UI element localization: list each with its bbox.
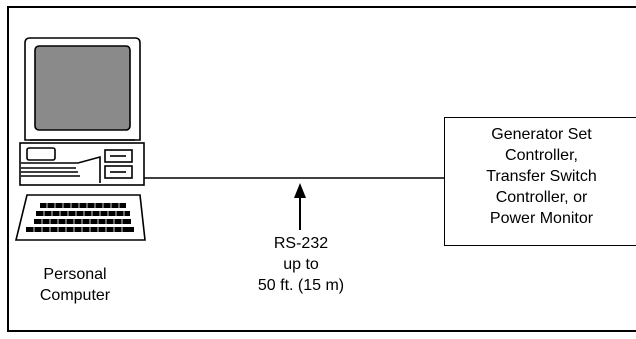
controller-box: Generator Set Controller, Transfer Switc…	[444, 117, 636, 246]
personal-computer-label: Personal Computer	[39, 266, 111, 304]
controller-label: Generator Set Controller, Transfer Switc…	[486, 126, 597, 227]
up-arrow-icon	[294, 183, 306, 230]
diagram-frame	[7, 6, 636, 332]
personal-computer-icon	[14, 37, 146, 241]
rs232-label: RS-232 up to 50 ft. (15 m)	[257, 235, 345, 294]
